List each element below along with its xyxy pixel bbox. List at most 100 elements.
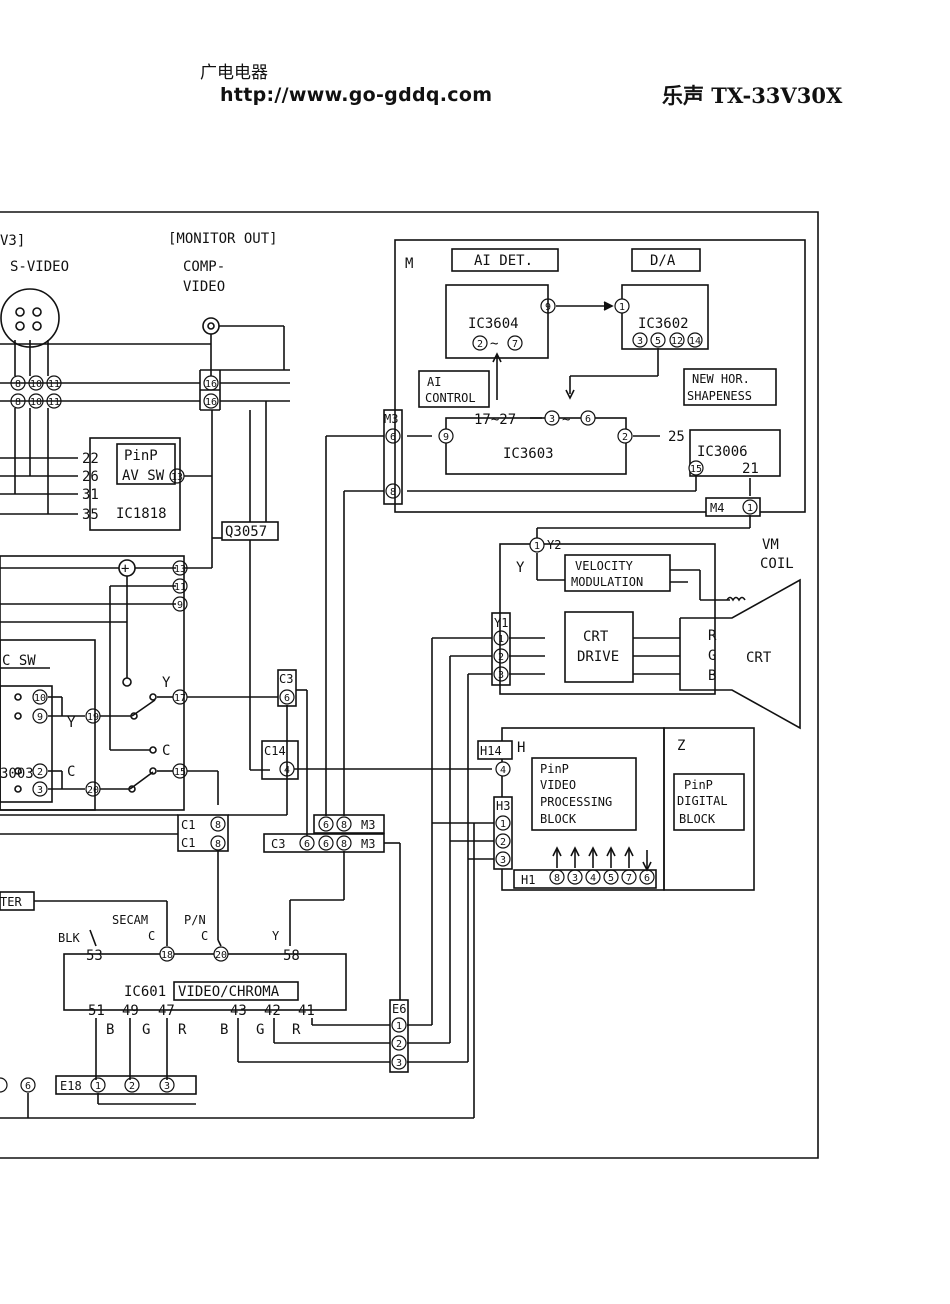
shapeness-label: SHAPENESS (687, 389, 752, 403)
cs-y-label: Y (67, 715, 76, 731)
block-label-h: BLOCK (540, 812, 577, 826)
crt-tube-label: CRT (746, 650, 772, 666)
svg-text:11: 11 (48, 397, 60, 408)
h14-connector: H14 (480, 744, 502, 758)
ic3006-block (689, 429, 781, 477)
svg-text:4: 4 (500, 765, 506, 776)
ic3603-label: IC3603 (503, 446, 554, 462)
svg-text:6: 6 (25, 1081, 31, 1092)
svg-text:8: 8 (215, 839, 221, 850)
svg-text:10: 10 (34, 693, 46, 704)
svg-text:6: 6 (390, 432, 396, 443)
svg-text:3: 3 (37, 785, 43, 796)
pin-22: 22 (82, 451, 99, 467)
svg-text:8: 8 (554, 873, 560, 884)
crt-r-label: R (708, 628, 717, 644)
block-label-z: BLOCK (679, 812, 716, 826)
svg-text:2: 2 (622, 432, 628, 443)
label-comp: COMP- (183, 259, 225, 275)
header-cn-title: 广电电器 (200, 63, 268, 83)
svg-text:3: 3 (498, 670, 504, 681)
svg-text:3: 3 (637, 336, 643, 347)
crt-tube-icon (679, 578, 801, 730)
svg-text:8: 8 (341, 820, 347, 831)
velocity-label: VELOCITY (575, 559, 634, 573)
h-label: H (517, 740, 525, 756)
label-v3: V3] (0, 233, 25, 249)
m3-connector-b: M3 (361, 837, 375, 851)
ic3604-label: IC3604 (468, 316, 519, 332)
pin-31: 31 (82, 487, 99, 503)
c1-connector-2: C1 (181, 836, 195, 850)
header-url: http://www.go-gddq.com (220, 84, 493, 106)
pin-53: 53 (86, 948, 103, 964)
svg-text:5: 5 (655, 336, 661, 347)
svg-text:6: 6 (644, 873, 650, 884)
secam-label: SECAM (112, 913, 148, 927)
svg-text:6: 6 (284, 693, 290, 704)
svg-text:20: 20 (215, 950, 227, 961)
pin-25: 25 (668, 429, 685, 445)
cs-c-label: C (67, 764, 75, 780)
pin-21: 21 (742, 461, 759, 477)
crt-label-drive: CRT (583, 629, 609, 645)
svg-text:4: 4 (590, 873, 596, 884)
modulation-label: MODULATION (571, 575, 643, 589)
ic601-r1: R (178, 1022, 187, 1038)
pin-47: 47 (158, 1003, 175, 1019)
svg-text:18: 18 (161, 950, 173, 961)
svg-text:16: 16 (205, 379, 217, 390)
da-label: D/A (650, 253, 676, 269)
pinp-video-label: PinP (540, 762, 569, 776)
ic601-r2: R (292, 1022, 301, 1038)
c3-connector-2: C3 (271, 837, 285, 851)
ic1818-block (89, 437, 181, 531)
outer-frame (0, 211, 819, 1159)
control-label: CONTROL (425, 391, 476, 405)
svg-text:13: 13 (171, 472, 183, 483)
h-block (501, 727, 665, 891)
pn-label: P/N (184, 913, 206, 927)
svg-text:8: 8 (390, 487, 396, 498)
svg-text:8: 8 (15, 379, 21, 390)
svg-text:19: 19 (87, 712, 99, 723)
m-block-label: M (405, 256, 413, 272)
pin-41: 41 (298, 1003, 315, 1019)
label-s-video: S-VIDEO (10, 259, 69, 275)
c14-connector: C14 (264, 744, 286, 758)
label-video: VIDEO (183, 279, 225, 295)
pin-49: 49 (122, 1003, 139, 1019)
svg-text:5: 5 (608, 873, 614, 884)
svg-text:9: 9 (443, 432, 449, 443)
svg-text:6: 6 (323, 839, 329, 850)
svg-text:2: 2 (498, 652, 504, 663)
z-label: Z (677, 738, 685, 754)
svg-text:1: 1 (396, 1021, 402, 1032)
q3057-label: Q3057 (225, 524, 267, 540)
svg-text:7: 7 (626, 873, 632, 884)
svg-text:20: 20 (87, 785, 99, 796)
comp-video-jack-icon (202, 317, 220, 335)
ic601-block (63, 953, 347, 1011)
svg-text:+: + (121, 561, 129, 577)
ic3006-label: IC3006 (697, 444, 748, 460)
svg-text:7: 7 (512, 339, 518, 350)
drive-label: DRIVE (577, 649, 619, 665)
svg-text:15: 15 (174, 767, 186, 778)
svg-text:2: 2 (396, 1039, 402, 1050)
pin-35: 35 (82, 507, 99, 523)
ic601-b1: B (106, 1022, 114, 1038)
h1-connector: H1 (521, 873, 535, 887)
svg-text:1: 1 (498, 634, 504, 645)
jack-pin-icon (32, 321, 42, 331)
blk-label: BLK (58, 931, 80, 945)
crt-y-label: Y (516, 560, 525, 576)
svg-text:15: 15 (690, 464, 702, 475)
crt-b-label: B (708, 668, 716, 684)
svg-text:1: 1 (747, 503, 753, 514)
jack-pin-icon (15, 307, 25, 317)
svg-text:13: 13 (174, 564, 186, 575)
svg-text:~: ~ (490, 336, 498, 352)
svg-text:3: 3 (500, 855, 506, 866)
